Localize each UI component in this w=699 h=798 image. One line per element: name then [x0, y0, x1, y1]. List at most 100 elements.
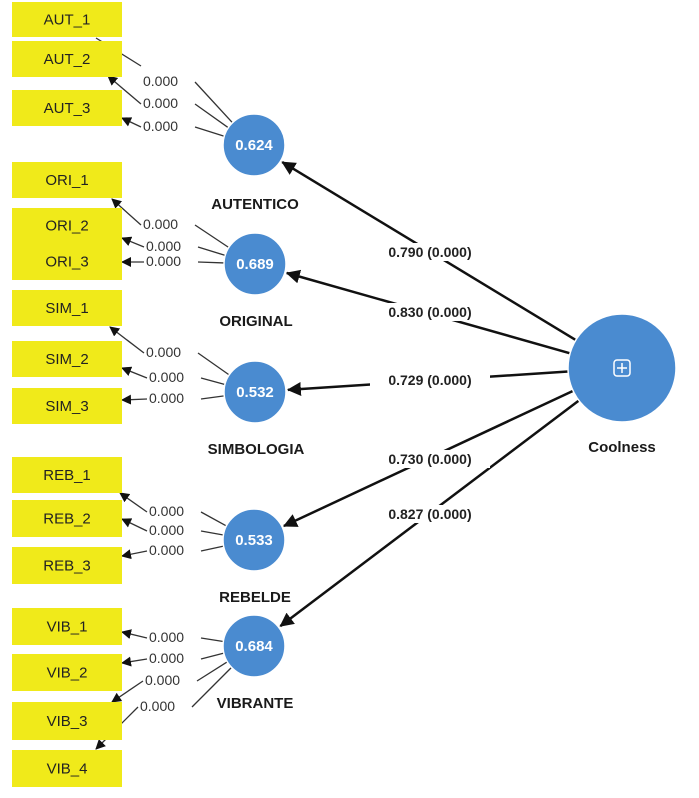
loading-arrow [121, 366, 148, 379]
indicator-box[interactable] [12, 2, 122, 37]
indicator-reb_3[interactable]: REB_3 [12, 547, 122, 584]
indicator-sim_2[interactable]: SIM_2 [12, 341, 122, 377]
loading-label-bg [142, 118, 194, 133]
indicator-ori_3[interactable]: ORI_3 [12, 243, 122, 280]
indicator-aut_3[interactable]: AUT_3 [12, 90, 122, 126]
loading-edge-segment [200, 652, 224, 660]
construct-label: Coolness [588, 439, 656, 456]
r-squared-value: 0.624 [235, 137, 273, 154]
indicator-ori_1[interactable]: ORI_1 [12, 162, 122, 198]
loading-value: 0.000 [149, 503, 184, 519]
construct-label: AUTENTICO [211, 196, 299, 213]
loading-value: 0.000 [146, 238, 181, 254]
construct-node-simbologia[interactable] [223, 360, 287, 424]
path-label-bg [370, 371, 490, 389]
r-squared-value: 0.684 [235, 638, 273, 655]
loading-value: 0.000 [146, 344, 181, 360]
indicator-label: REB_3 [43, 558, 91, 575]
construct-node-rebelde[interactable] [222, 508, 286, 572]
loading-value: 0.000 [143, 216, 178, 232]
indicator-reb_2[interactable]: REB_2 [12, 500, 122, 537]
indicator-vib_2[interactable]: VIB_2 [12, 654, 122, 691]
indicator-sim_1[interactable]: SIM_1 [12, 290, 122, 326]
indicator-box[interactable] [12, 41, 122, 77]
loading-value: 0.000 [140, 698, 175, 714]
path-coefficient-rebelde: 0.730 (0.000) [388, 451, 471, 467]
indicator-box[interactable] [12, 388, 122, 424]
loading-label-bg [148, 503, 200, 518]
loading-value: 0.000 [149, 629, 184, 645]
indicator-box[interactable] [12, 341, 122, 377]
loading-value: 0.000 [149, 390, 184, 406]
path-coefficient-vibrante: 0.827 (0.000) [388, 506, 471, 522]
loading-label-bg [142, 73, 194, 88]
loading-arrow [121, 656, 148, 667]
loading-edge-segment [197, 261, 225, 264]
construct-node-vibrante[interactable] [222, 614, 286, 678]
loading-arrow [121, 117, 142, 128]
loading-arrow [111, 198, 142, 226]
indicator-box[interactable] [12, 243, 122, 280]
loading-label-bg [142, 216, 194, 231]
indicator-label: ORI_3 [45, 254, 88, 271]
indicator-label: VIB_3 [47, 713, 88, 730]
indicator-vib_3[interactable]: VIB_3 [12, 702, 122, 740]
loading-arrow [121, 236, 145, 248]
indicator-label: VIB_2 [47, 665, 88, 682]
indicator-box[interactable] [12, 547, 122, 584]
loading-value: 0.000 [143, 95, 178, 111]
loading-label-bg [145, 253, 197, 268]
construct-node-autentico[interactable] [222, 113, 286, 177]
loading-label-bg [142, 95, 194, 110]
r-squared-value: 0.532 [236, 384, 274, 401]
loading-label-bg [148, 369, 200, 384]
labels-layer: 0.000 0.000 0.000 0.790 (0.000) 0.000 0.000 0.… [139, 73, 490, 714]
indicator-box[interactable] [12, 90, 122, 126]
indicator-reb_1[interactable]: REB_1 [12, 457, 122, 493]
indicator-box[interactable] [12, 290, 122, 326]
indicator-box[interactable] [12, 608, 122, 645]
indicator-aut_2[interactable]: AUT_2 [12, 41, 122, 77]
indicator-ori_2[interactable]: ORI_2 [12, 208, 122, 243]
indicator-box[interactable] [12, 208, 122, 243]
indicator-label: SIM_1 [45, 300, 88, 317]
loading-arrow [121, 629, 148, 639]
indicator-label: AUT_2 [44, 51, 91, 68]
indicator-box[interactable] [12, 654, 122, 691]
loading-value: 0.000 [149, 542, 184, 558]
indicator-label: AUT_3 [44, 100, 91, 117]
indicator-sim_3[interactable]: SIM_3 [12, 388, 122, 424]
indicator-vib_4[interactable]: VIB_4 [12, 750, 122, 787]
indicator-box[interactable] [12, 702, 122, 740]
expand-plus-icon[interactable] [613, 359, 631, 377]
loading-edge-segment [200, 377, 226, 386]
indicator-label: SIM_3 [45, 398, 88, 415]
loading-arrow [119, 492, 148, 513]
loading-arrow [121, 518, 148, 532]
loading-arrow [121, 394, 148, 405]
indicator-aut_1[interactable]: AUT_1 [12, 2, 122, 37]
loading-label-bg [145, 344, 197, 359]
path-coefficient-autentico: 0.790 (0.000) [388, 244, 471, 260]
construct-node-original[interactable] [223, 232, 287, 296]
indicator-box[interactable] [12, 750, 122, 787]
loading-edge-segment [191, 666, 233, 708]
loading-label-bg [139, 698, 191, 713]
indicator-vib_1[interactable]: VIB_1 [12, 608, 122, 645]
loading-arrow [111, 680, 144, 703]
indicator-box[interactable] [12, 457, 122, 493]
indicator-box[interactable] [12, 500, 122, 537]
indicators-layer: AUT_1AUT_2AUT_3ORI_1ORI_2ORI_3SIM_1SIM_2… [12, 2, 122, 787]
loading-edge-segment [200, 545, 224, 552]
r-squared-value: 0.689 [236, 256, 274, 273]
loading-arrow [107, 75, 142, 105]
loading-edge-segment [197, 352, 230, 376]
indicator-label: VIB_1 [47, 619, 88, 636]
loading-label-bg [148, 390, 200, 405]
indicator-box[interactable] [12, 162, 122, 198]
